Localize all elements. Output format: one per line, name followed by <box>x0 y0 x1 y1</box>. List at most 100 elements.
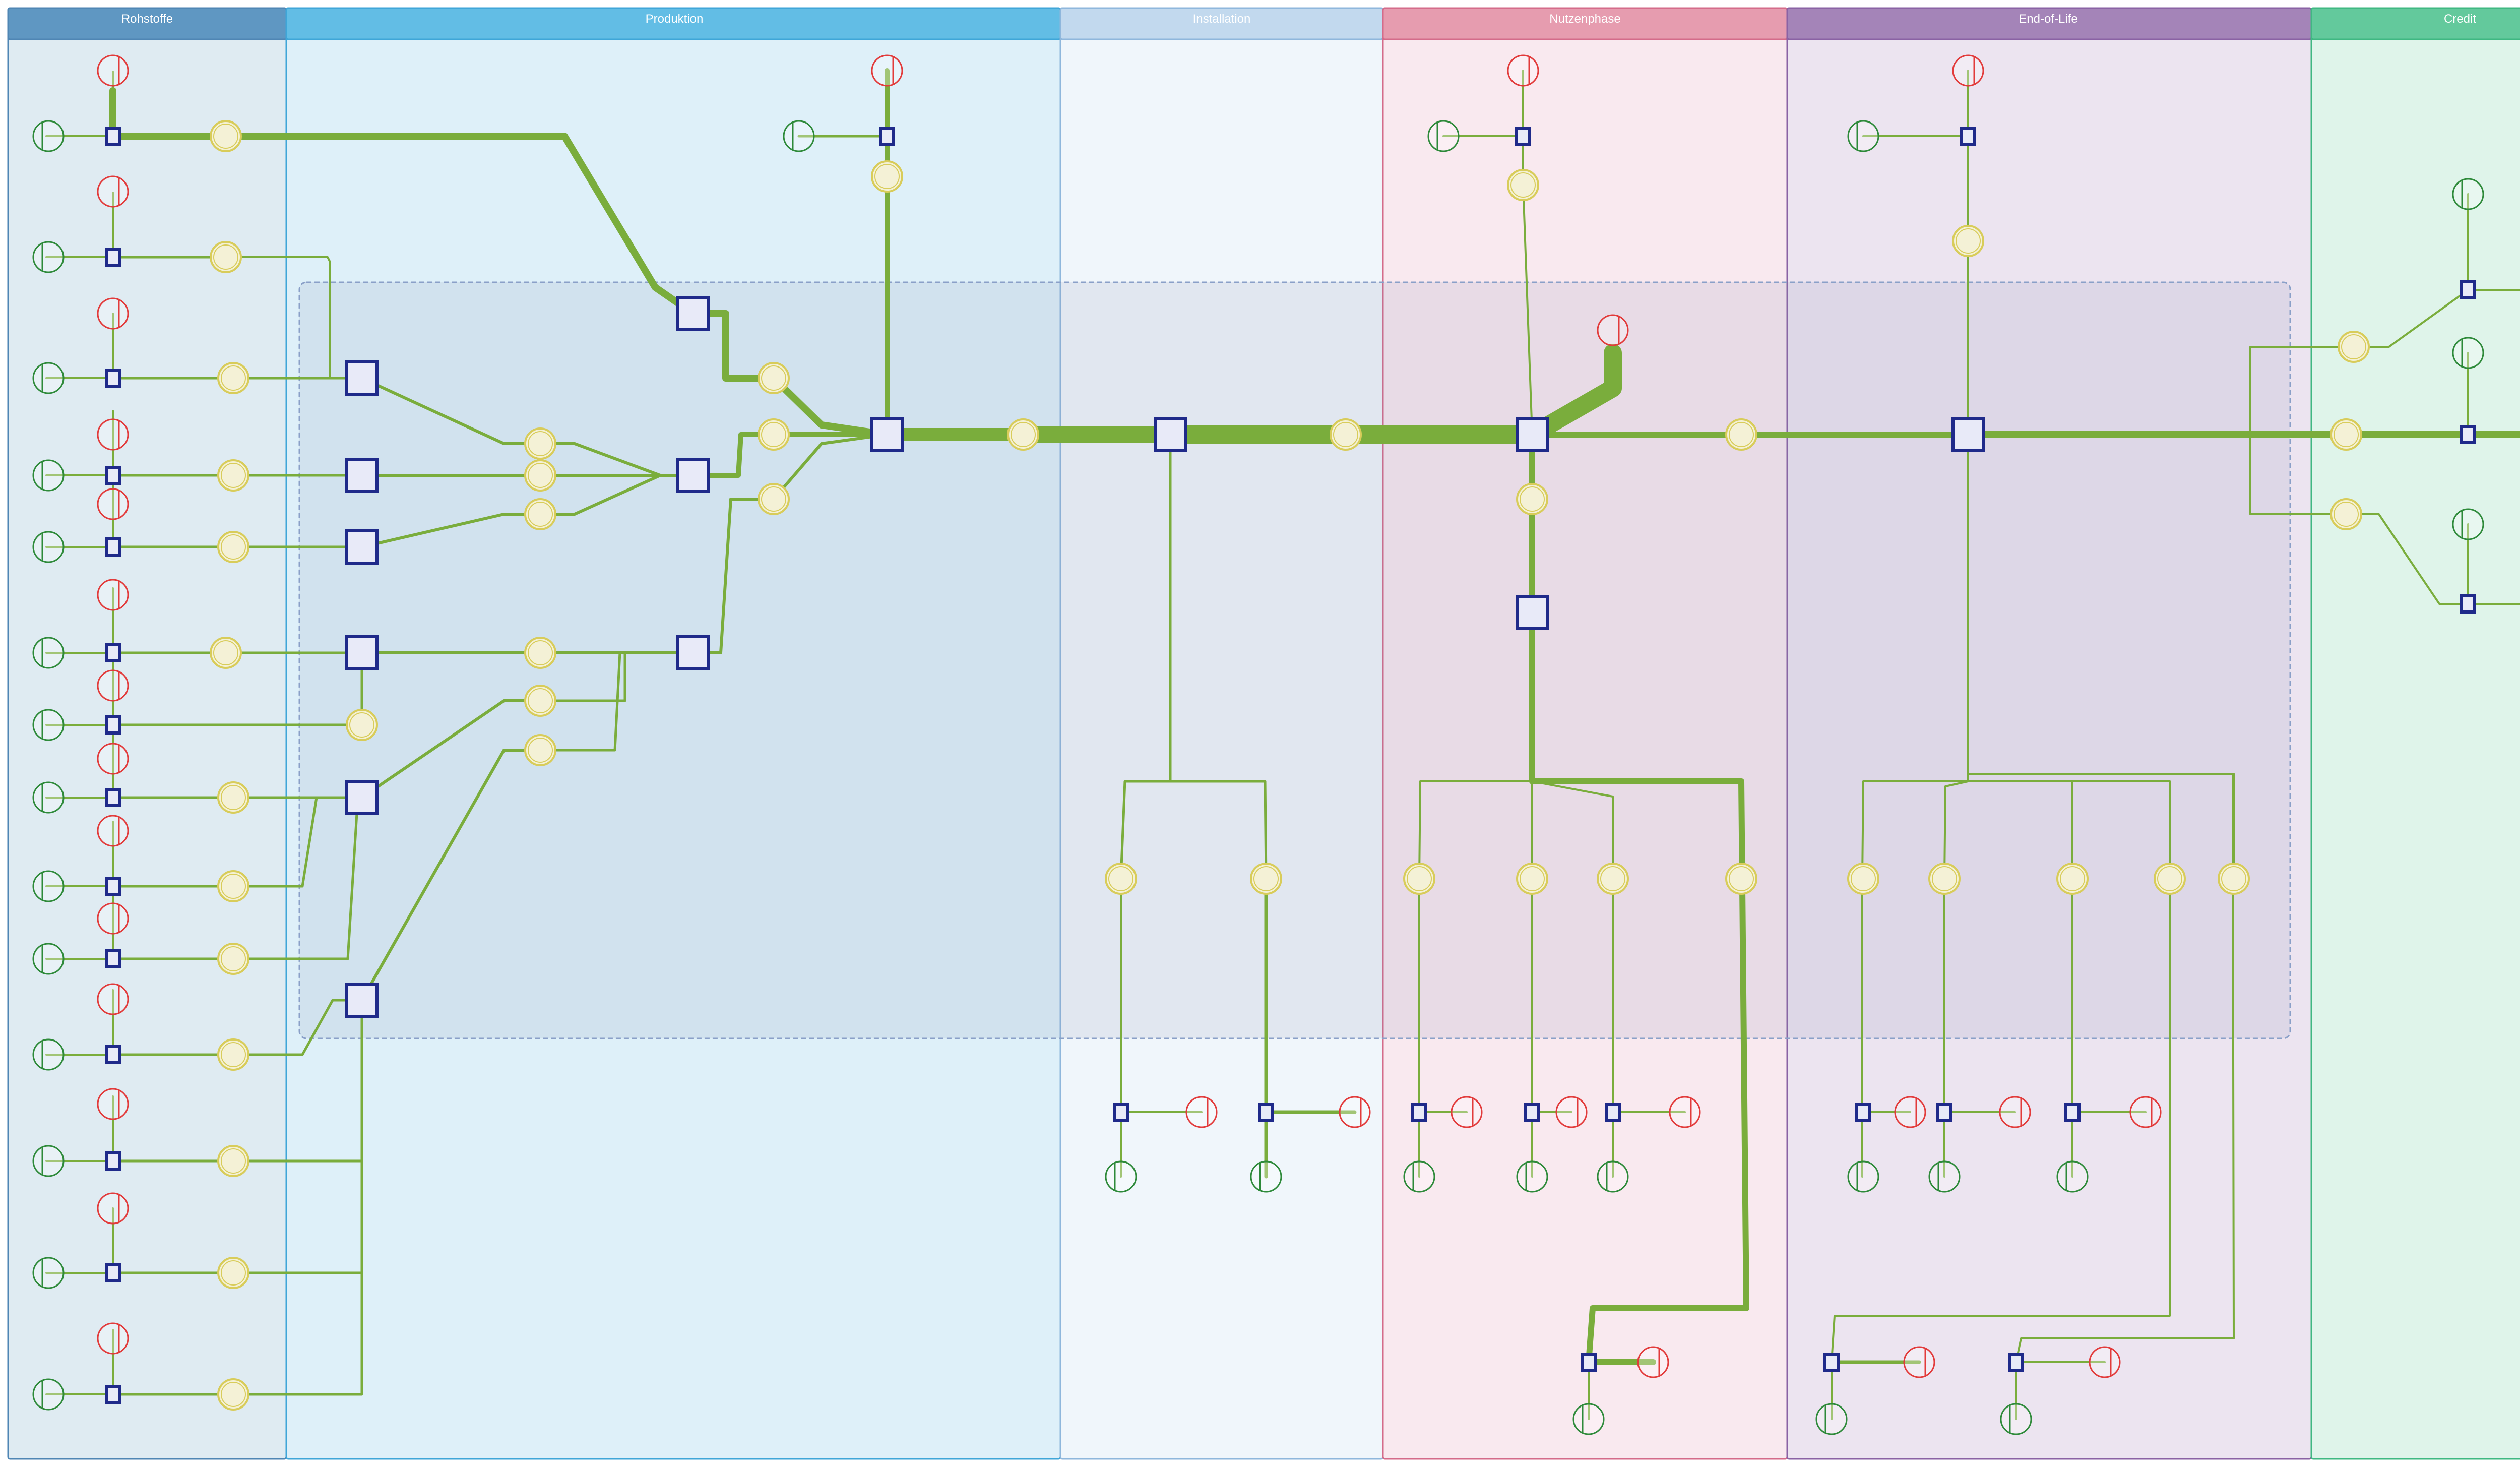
process-box <box>1516 417 1549 452</box>
lane-title-nutzenphase: Nutzenphase <box>1549 12 1620 26</box>
flow-circle <box>1403 863 1435 895</box>
process-box-small <box>105 788 121 807</box>
emission-circle <box>1597 314 1629 346</box>
emission-circle <box>97 902 129 935</box>
resource-circle <box>783 120 815 152</box>
flow-circle-ring <box>528 640 553 665</box>
process-box <box>345 360 379 396</box>
resource-circle <box>1516 1160 1548 1193</box>
flow-circle <box>1507 169 1539 201</box>
emission-circle <box>97 1088 129 1120</box>
flow-circle <box>758 418 790 451</box>
emission-circle <box>1555 1096 1588 1128</box>
flow-circle <box>1516 483 1548 515</box>
flow-connector <box>1943 780 1969 880</box>
flow-circle <box>524 498 556 530</box>
emission-circle <box>1669 1096 1701 1128</box>
flow-connector <box>1531 780 1614 880</box>
emission-circle <box>1637 1346 1669 1378</box>
flow-circle <box>210 241 242 273</box>
flow-circle-ring <box>761 422 786 447</box>
process-box-small <box>1258 1103 1274 1122</box>
flow-circle <box>1725 863 1757 895</box>
flow-circle-ring <box>1520 486 1545 512</box>
process-box-small <box>1960 127 1976 146</box>
flow-circle-ring <box>349 712 374 738</box>
lanes-layer <box>7 7 2520 1460</box>
process-box-small <box>1411 1103 1427 1122</box>
emission-circle <box>1903 1346 1935 1378</box>
emission-circle <box>2089 1346 2121 1378</box>
resource-circle <box>1427 120 1460 152</box>
process-box <box>1516 595 1549 630</box>
lane-title-installation: Installation <box>1193 12 1251 26</box>
process-box-small <box>105 877 121 896</box>
flow-circle-ring <box>221 1260 246 1286</box>
process-box-small <box>1605 1103 1621 1122</box>
process-box <box>1951 417 1985 452</box>
process-box-small <box>105 466 121 485</box>
process-box-small <box>105 369 121 388</box>
resource-circle <box>32 781 65 814</box>
resource-circle <box>1403 1160 1435 1193</box>
resource-circle <box>2000 1403 2032 1435</box>
flow-circle <box>217 531 249 563</box>
emission-circle <box>1952 54 1984 87</box>
flow-circle-ring <box>1333 422 1358 447</box>
process-box <box>345 635 379 670</box>
flow-connector <box>2249 434 2347 515</box>
flow-circle-ring <box>1253 866 1279 891</box>
flow-circle <box>1105 863 1137 895</box>
process-box-small <box>2460 280 2476 299</box>
flow-connector <box>539 651 621 752</box>
flow-circle-ring <box>1011 422 1036 447</box>
flow-circle <box>1928 863 1961 895</box>
flow-circle <box>524 685 556 717</box>
process-box-small <box>1855 1103 1871 1122</box>
flow-circle-ring <box>1407 866 1432 891</box>
resource-circle <box>32 870 65 902</box>
emission-circle <box>97 815 129 847</box>
emission-circle <box>1185 1096 1218 1128</box>
flow-circle <box>1516 863 1548 895</box>
resource-circle <box>32 120 65 152</box>
flow-circle-ring <box>221 946 246 971</box>
flow-circle <box>217 1257 249 1289</box>
flow-circle <box>210 637 242 669</box>
flow-connector <box>690 432 890 478</box>
process-box-small <box>879 127 895 146</box>
process-box-small <box>1524 1103 1540 1122</box>
emission-circle <box>97 669 129 702</box>
emission-circle <box>871 54 903 87</box>
emission-circle <box>1999 1096 2031 1128</box>
flow-circle <box>217 1038 249 1071</box>
flow-circle-ring <box>213 640 238 665</box>
resource-circle <box>2452 508 2484 540</box>
flow-circle-ring <box>528 463 553 488</box>
resource-circle <box>1847 1160 1879 1193</box>
emission-circle <box>97 418 129 451</box>
flow-circle-ring <box>213 124 238 149</box>
process-box-small <box>1515 127 1531 146</box>
flow-circle <box>2154 863 2186 895</box>
process-box-small <box>105 248 121 267</box>
flow-circle <box>217 362 249 394</box>
emission-circle <box>1507 54 1539 87</box>
flow-connector <box>1119 433 1172 880</box>
emission-circle <box>97 175 129 208</box>
process-group-box <box>298 281 2291 1039</box>
flow-circle-ring <box>221 365 246 391</box>
flow-connector <box>691 433 889 654</box>
emission-circle <box>97 297 129 330</box>
flow-circle-ring <box>528 688 553 713</box>
resource-circle <box>32 1257 65 1289</box>
process-box <box>676 635 710 670</box>
resource-circle <box>2056 1160 2089 1193</box>
flow-circle <box>2330 498 2362 530</box>
node-layer <box>32 54 2484 1435</box>
lane-header-credit <box>2310 7 2520 40</box>
flow-circle-ring <box>528 431 553 456</box>
flow-circle-ring <box>221 534 246 560</box>
flow-circle-ring <box>2060 866 2085 891</box>
